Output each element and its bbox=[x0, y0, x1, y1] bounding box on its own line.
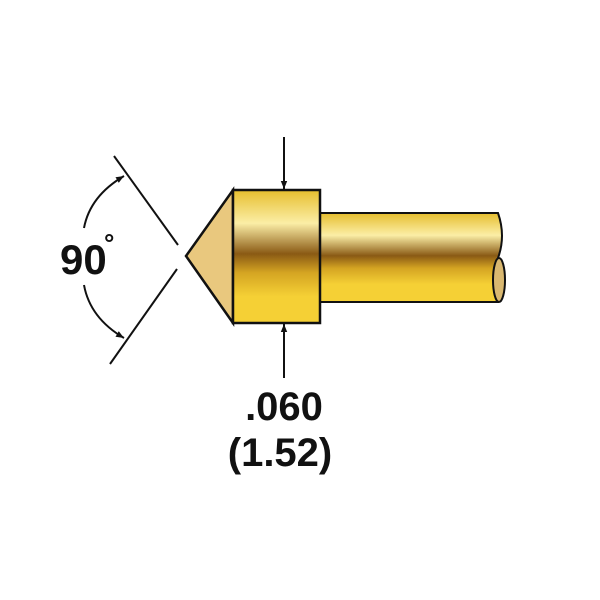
angle-arc-lower bbox=[83, 284, 125, 339]
upper-extension-line bbox=[113, 155, 179, 246]
shaft-end bbox=[492, 257, 506, 303]
degree-symbol: ° bbox=[104, 228, 114, 258]
angle-arc-upper bbox=[83, 175, 125, 229]
pin-body bbox=[231, 188, 322, 325]
dimension-mm: (1.52) bbox=[228, 431, 333, 475]
angle-label: 90 bbox=[60, 236, 107, 283]
lower-extension-line bbox=[109, 268, 178, 365]
cone-tip bbox=[184, 186, 235, 327]
dimension-inch: .060 bbox=[245, 385, 323, 429]
shaft bbox=[317, 212, 506, 303]
